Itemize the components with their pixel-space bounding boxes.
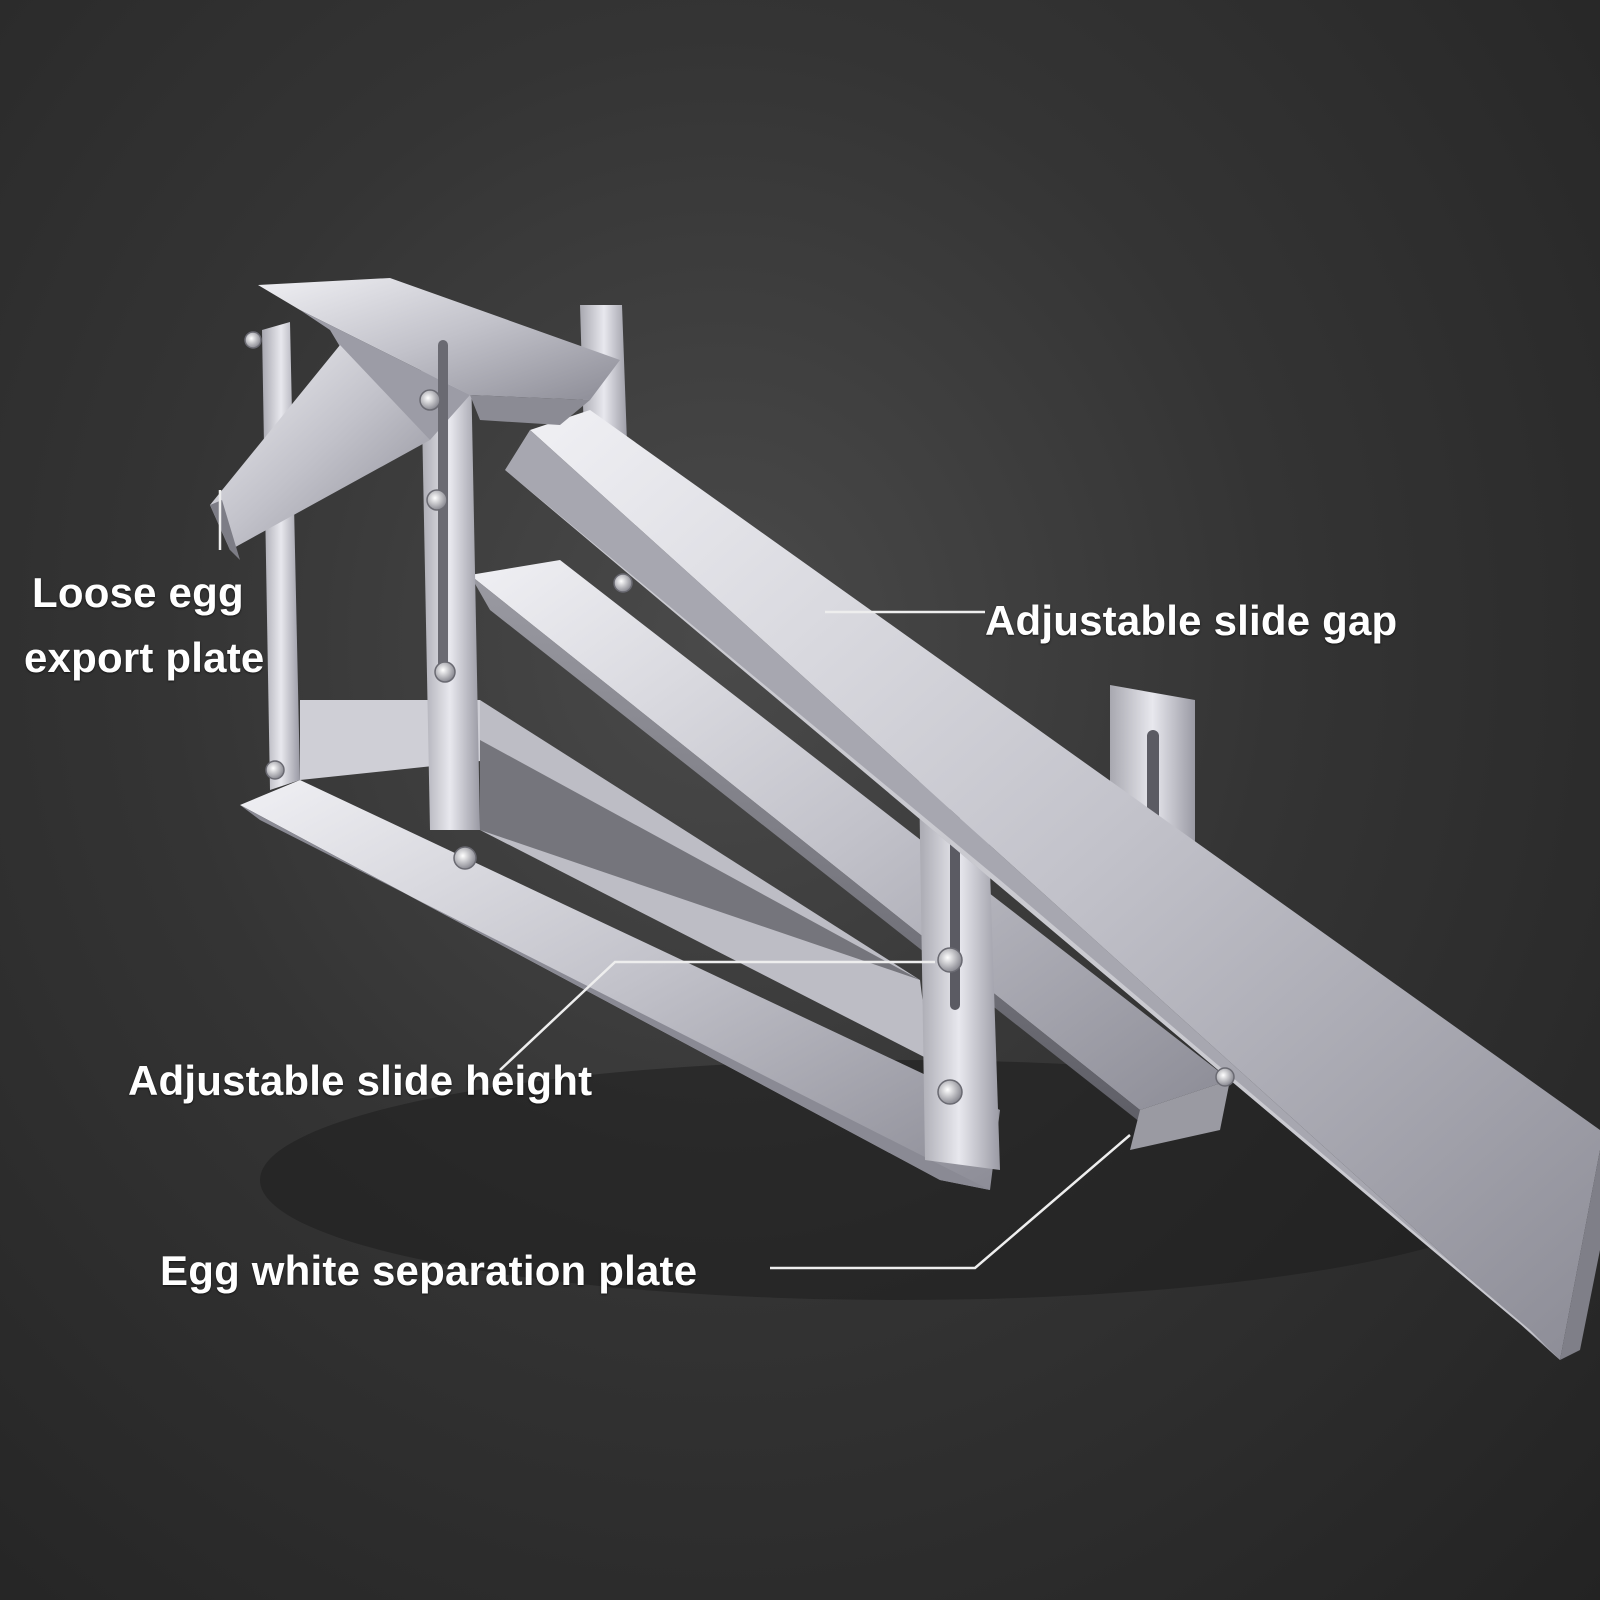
label-loose-egg-line-1: Loose egg — [32, 569, 244, 616]
label-egg-white-separation-plate: Egg white separation plate — [160, 1247, 698, 1294]
leader-line-separation-plate — [770, 1134, 1131, 1270]
main-slide-chute — [505, 410, 1600, 1360]
leader-line-slide-height — [499, 960, 935, 1071]
base-frame — [240, 315, 1000, 1190]
label-loose-egg-export-plate: Loose egg export plate — [24, 560, 264, 690]
label-adjustable-slide-gap: Adjustable slide gap — [985, 597, 1398, 644]
label-adjustable-slide-height: Adjustable slide height — [128, 1057, 593, 1104]
bolts — [244, 331, 1235, 1105]
label-loose-egg-line-2: export plate — [24, 634, 265, 682]
leader-lines — [218, 490, 1131, 1270]
